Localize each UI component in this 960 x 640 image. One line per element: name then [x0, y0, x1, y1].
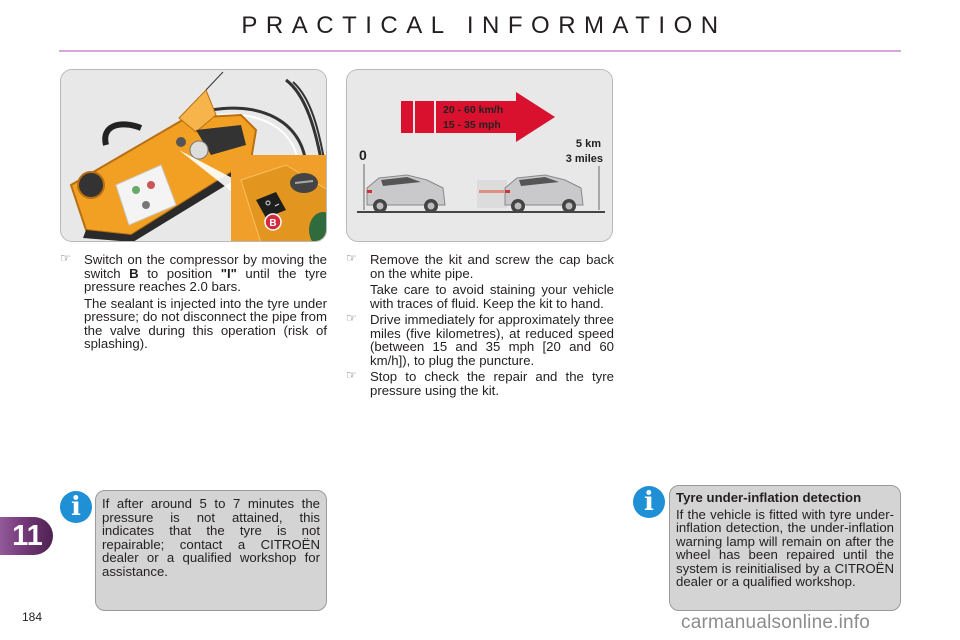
drive-diagram: 20 - 60 km/h 15 - 35 mph 0 5 km 3 miles	[347, 70, 612, 241]
step-drive: ☞ Drive immediately for approximately th…	[346, 311, 614, 368]
page-title: PRACTICAL INFORMATION	[241, 12, 727, 39]
info-text: If after around 5 to 7 minutes the press…	[102, 496, 320, 579]
chapter-tab: 11	[0, 517, 53, 555]
pointing-hand-icon: ☞	[60, 251, 71, 265]
step-note: The sealant is injected into the tyre un…	[84, 295, 327, 351]
speed-mph: 15 - 35 mph	[443, 119, 501, 131]
figure-compressor-kit: B	[60, 69, 327, 242]
watermark: carmanualsonline.info	[681, 612, 871, 633]
step-remove-kit: ☞ Remove the kit and screw the cap back …	[346, 251, 614, 311]
info-icon: i	[633, 486, 665, 518]
step-text: Remove the kit and screw the cap back on…	[370, 252, 614, 281]
distance-miles: 3 miles	[566, 153, 603, 165]
pointing-hand-icon: ☞	[346, 368, 357, 382]
switch-inset: B	[231, 155, 326, 241]
start-marker: 0	[359, 147, 367, 163]
step-text: Switch on the compressor by moving the s…	[84, 252, 327, 294]
page-number: 184	[22, 610, 43, 624]
info-text: If the vehicle is fitted with tyre under…	[676, 506, 894, 589]
step-text: Stop to check the repair and the tyre pr…	[370, 369, 614, 398]
speed-arrow	[401, 92, 555, 142]
info-icon: i	[60, 491, 92, 523]
compressor-kit-illustration: B	[61, 70, 326, 241]
title-divider	[59, 50, 901, 52]
step-note: Take care to avoid staining your vehicle…	[370, 282, 614, 311]
info-box-under-inflation: Tyre under-inflation detection If the ve…	[669, 485, 901, 611]
switch-label: B	[269, 218, 276, 229]
instructions-left: ☞ Switch on the compressor by moving the…	[60, 251, 327, 354]
step-text: Drive immediately for approximately thre…	[370, 312, 614, 368]
step-switch-on: ☞ Switch on the compressor by moving the…	[60, 251, 327, 351]
car-end	[504, 174, 584, 213]
pointing-hand-icon: ☞	[346, 251, 357, 265]
car-start	[366, 174, 446, 213]
info-box-pressure-not-attained: If after around 5 to 7 minutes the press…	[95, 490, 327, 611]
info-heading: Tyre under-inflation detection	[676, 490, 862, 505]
step-check-pressure: ☞ Stop to check the repair and the tyre …	[346, 368, 614, 398]
distance-km: 5 km	[576, 138, 601, 150]
instructions-middle: ☞ Remove the kit and screw the cap back …	[346, 251, 614, 400]
pointing-hand-icon: ☞	[346, 311, 357, 325]
figure-drive-distance: 20 - 60 km/h 15 - 35 mph 0 5 km 3 miles	[346, 69, 613, 242]
speed-kmh: 20 - 60 km/h	[443, 104, 503, 116]
